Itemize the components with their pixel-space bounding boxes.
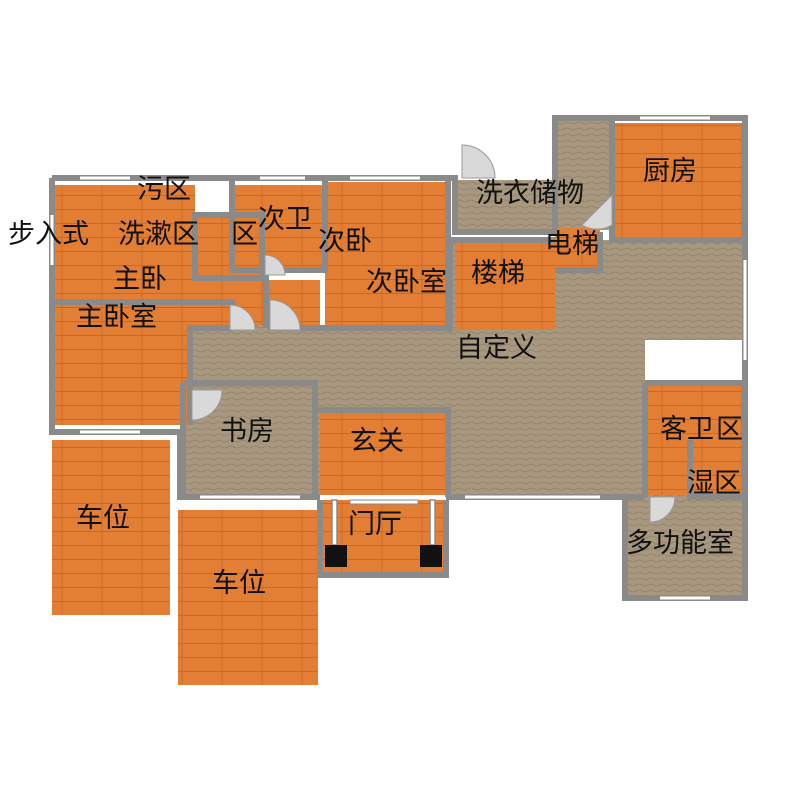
multi-room-floor bbox=[625, 495, 745, 595]
label-laundry-dirty: 污区 bbox=[137, 174, 191, 205]
label-parking-1: 车位 bbox=[76, 503, 130, 534]
door-swing[interactable] bbox=[191, 389, 223, 421]
wall-stairs bbox=[447, 237, 555, 332]
label-walk-in-closet: 步入式 bbox=[8, 219, 89, 250]
entrance-door-frame bbox=[429, 499, 436, 546]
wall-entrance bbox=[317, 500, 449, 578]
label-second-bedroom: 次卧 bbox=[318, 226, 372, 257]
label-laundry-storage: 洗衣储物 bbox=[476, 178, 584, 209]
pillar bbox=[420, 545, 442, 567]
wall-wash bbox=[192, 212, 265, 281]
elevator-floor bbox=[555, 228, 600, 268]
door-swing[interactable] bbox=[581, 193, 613, 230]
label-multi-room: 多功能室 bbox=[626, 528, 734, 559]
entrance-door-frame bbox=[349, 499, 419, 505]
label-master-bedroom-room: 主卧室 bbox=[76, 302, 157, 333]
label-parking-2: 车位 bbox=[212, 568, 266, 599]
label-entrance-hall: 门厅 bbox=[348, 509, 402, 540]
foyer-floor bbox=[320, 410, 448, 495]
label-second-bath: 次卫 bbox=[258, 204, 312, 235]
label-wash-area-2: 区 bbox=[231, 219, 258, 250]
door-swing[interactable] bbox=[461, 144, 496, 179]
label-wet-area: 湿区 bbox=[687, 468, 741, 499]
door-swing[interactable] bbox=[269, 299, 301, 331]
label-foyer: 玄关 bbox=[350, 426, 404, 457]
wall-study bbox=[180, 380, 318, 497]
second-bath-floor bbox=[235, 185, 325, 270]
pillar bbox=[325, 545, 347, 567]
door-swing[interactable] bbox=[229, 304, 256, 331]
entrance-door-frame bbox=[331, 499, 338, 546]
guest-bath-floor bbox=[648, 385, 745, 495]
wall-elevator bbox=[555, 120, 745, 273]
label-stairs: 楼梯 bbox=[471, 258, 525, 289]
stairs-floor bbox=[455, 240, 555, 330]
outer-wall-guest bbox=[622, 380, 748, 601]
label-elevator: 电梯 bbox=[545, 229, 599, 260]
label-custom: 自定义 bbox=[456, 333, 537, 364]
label-wash-area-master: 洗漱区 bbox=[118, 219, 199, 250]
parking-2-floor bbox=[178, 510, 318, 685]
wall-guest bbox=[642, 383, 745, 500]
label-guest-area: 区 bbox=[716, 414, 743, 445]
wall-foyer bbox=[318, 407, 451, 497]
second-bedroom-floor bbox=[325, 182, 445, 327]
master-bedroom-floor bbox=[55, 300, 190, 425]
door-swing[interactable] bbox=[649, 496, 676, 523]
walk-in-closet-floor bbox=[55, 185, 195, 305]
kitchen-floor bbox=[613, 123, 743, 240]
door-swing[interactable] bbox=[264, 254, 286, 276]
label-guest-bath: 客卫 bbox=[660, 414, 714, 445]
label-kitchen: 厨房 bbox=[643, 156, 697, 187]
parking-1-floor bbox=[52, 440, 170, 615]
label-master-bedroom: 主卧 bbox=[113, 264, 167, 295]
outer-wall-top bbox=[52, 115, 748, 380]
label-study: 书房 bbox=[220, 416, 274, 447]
label-second-bedroom-room: 次卧室 bbox=[366, 267, 447, 298]
